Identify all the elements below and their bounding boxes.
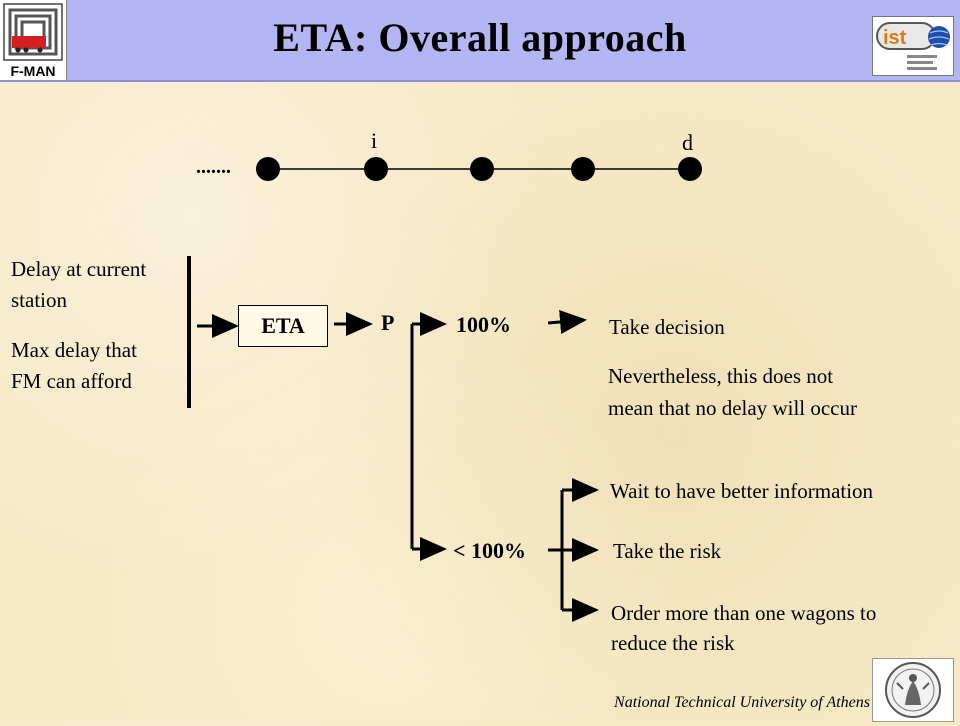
outcome-nevertheless-line2: mean that no delay will occur [608,396,857,420]
timeline-node [364,157,388,181]
fman-logo-icon [3,3,63,61]
outcome-order-line1: Order more than one wagons to [611,601,877,625]
fman-logo: F-MAN [0,0,67,80]
timeline-node [470,157,494,181]
fman-logo-text: F-MAN [10,63,56,79]
outcome-take-decision: Take decision [609,315,725,339]
eta-box: ETA [238,305,328,347]
ist-logo-text: ist [883,27,907,49]
timeline-node [678,157,702,181]
footer-institution: National Technical University of Athens [614,694,870,711]
label-less-100: < 100% [453,538,527,563]
outcome-nevertheless-line1: Nevertheless, this does not [608,364,834,388]
university-seal-icon [885,662,941,718]
ist-logo-icon: ist [876,22,950,70]
slide-title: ETA: Overall approach [273,15,687,60]
header-bar: F-MAN ETA: Overall approach ist [0,0,960,82]
timeline-label-d: d [682,130,693,155]
timeline-node [256,157,280,181]
input-max-line2: FM can afford [11,369,132,393]
timeline-node [571,157,595,181]
university-seal [872,658,954,722]
outcome-take-risk: Take the risk [613,539,722,563]
input-delay-line1: Delay at current [11,257,147,281]
input-delay-line2: station [11,288,67,312]
timeline-dots: ....... [196,156,231,178]
ist-logo: ist [872,16,954,76]
input-max-line1: Max delay that [11,338,137,362]
arrow-to-take-decision [547,310,587,334]
outcome-wait: Wait to have better information [610,479,874,503]
label-100: 100% [456,312,511,337]
outcome-order-line2: reduce the risk [611,631,735,655]
p-label: P [381,310,395,335]
timeline-label-i: i [371,128,378,153]
